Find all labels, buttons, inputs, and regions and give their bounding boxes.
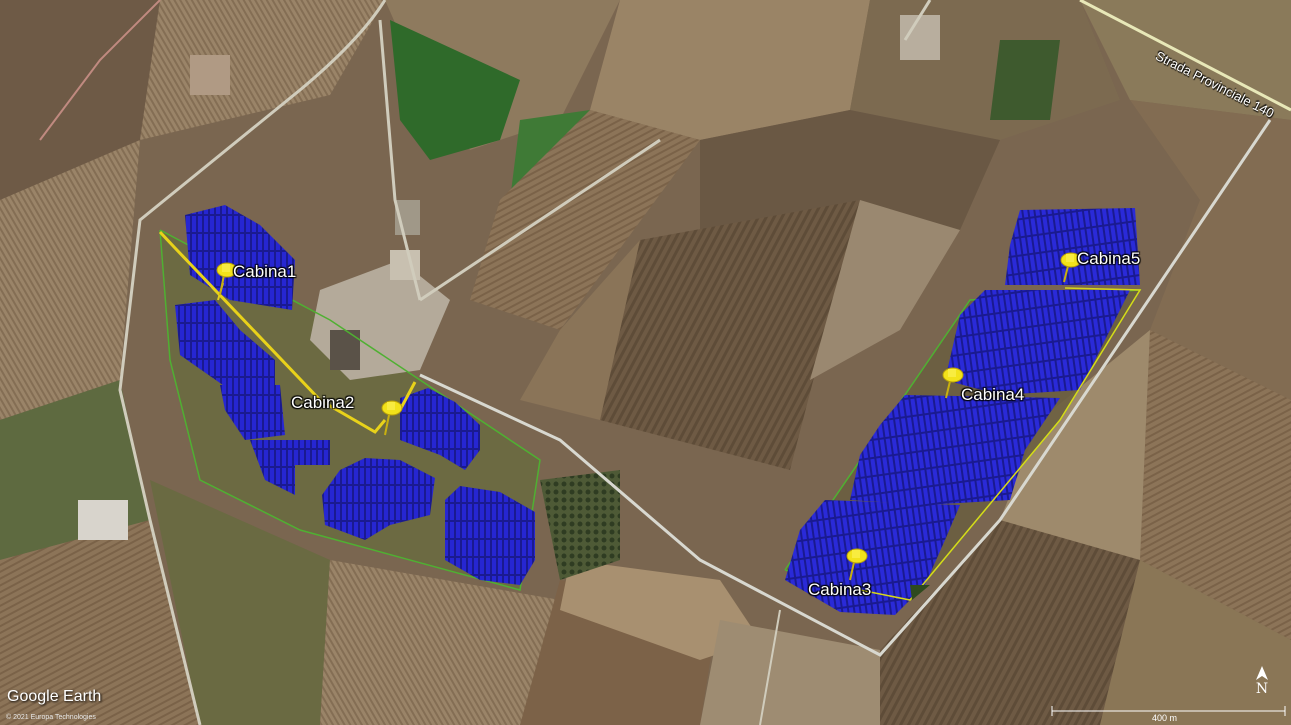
- site-boundary-west: [159, 229, 541, 591]
- marker-label-cabina5[interactable]: Cabina5: [1077, 249, 1141, 268]
- marker-pin-cabina1[interactable]: [216, 262, 238, 296]
- marker-pin-cabina5[interactable]: [1060, 252, 1082, 283]
- solar-panel-block: [322, 458, 435, 540]
- solar-panel-block: [850, 395, 1060, 505]
- marker-label-cabina2[interactable]: Cabina2: [291, 393, 355, 412]
- marker-pin-cabina2[interactable]: [381, 400, 403, 436]
- marker-pin-cabina3[interactable]: [846, 548, 868, 581]
- field-parcel: [590, 0, 870, 140]
- building: [390, 250, 420, 280]
- scale-label: 400 m: [1152, 713, 1178, 723]
- marker-label-cabina4[interactable]: Cabina4: [961, 385, 1025, 404]
- field-parcel: [600, 200, 860, 470]
- solar-panel-block: [220, 385, 285, 440]
- olive-grove: [540, 470, 620, 580]
- road: [419, 119, 1272, 657]
- field-parcel: [700, 620, 880, 725]
- north-label: N: [1255, 681, 1269, 697]
- road: [118, 0, 387, 725]
- cable-route: [158, 230, 387, 434]
- field-parcel: [1100, 560, 1291, 725]
- field-parcel: [880, 520, 1140, 725]
- solar-panel-block: [400, 388, 480, 470]
- solar-panel-block: [175, 300, 275, 390]
- farmhouse: [78, 500, 128, 540]
- field-parcel: [0, 520, 200, 725]
- field-parcel: [990, 40, 1060, 120]
- field-parcel: [390, 20, 520, 160]
- google-earth-logo: Google Earth: [7, 688, 102, 705]
- field-parcel: [1080, 0, 1291, 120]
- road: [419, 138, 661, 302]
- road: [39, 0, 161, 141]
- field-parcel: [1140, 330, 1291, 640]
- farmhouse: [190, 55, 230, 95]
- cable-route: [859, 287, 1142, 601]
- field-parcel: [0, 0, 160, 200]
- field-parcel: [150, 480, 330, 725]
- field-parcel: [470, 110, 700, 330]
- solar-panel-block: [1005, 208, 1140, 285]
- road: [759, 609, 781, 725]
- copyright-text: © 2021 Europa Technologies: [6, 714, 96, 721]
- field-parcel: [810, 200, 960, 380]
- solar-panel-block: [945, 290, 1130, 395]
- field-parcel: [140, 0, 385, 140]
- solar-panel-block: [250, 440, 330, 495]
- marker-label-cabina3[interactable]: Cabina3: [808, 580, 872, 599]
- field-parcel: [520, 240, 640, 420]
- provincial-road: [1079, 0, 1291, 112]
- field-parcel: [560, 560, 760, 660]
- cable-route: [398, 381, 417, 411]
- marker-label-cabina1[interactable]: Cabina1: [233, 262, 297, 281]
- field-parcel: [1130, 100, 1291, 400]
- field-parcel: [0, 140, 140, 420]
- field-parcel: [320, 560, 560, 725]
- north-arrow-icon[interactable]: [1256, 666, 1268, 680]
- road: [378, 19, 422, 301]
- cabin-pad: [910, 585, 930, 600]
- scale-bar: [1051, 706, 1286, 716]
- road: [903, 0, 932, 41]
- solar-panel-block: [445, 486, 535, 585]
- building: [330, 330, 360, 370]
- solar-panel-block: [185, 205, 295, 310]
- marker-pin-cabina4[interactable]: [942, 367, 964, 399]
